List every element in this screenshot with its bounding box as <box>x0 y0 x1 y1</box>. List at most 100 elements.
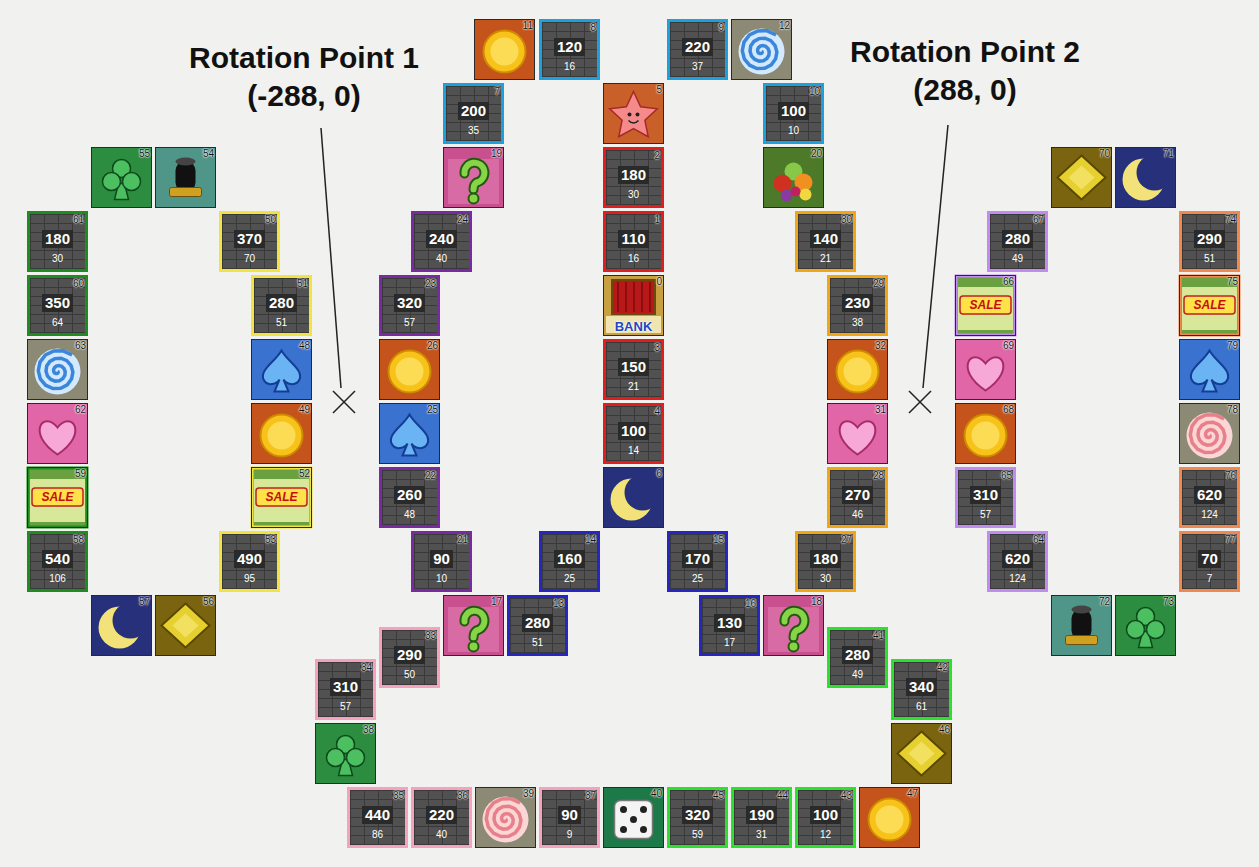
square-ground <box>1051 595 1112 656</box>
coin-symbol <box>268 422 296 450</box>
square-number: 0 <box>604 276 663 287</box>
value-row: 290 <box>1182 230 1237 248</box>
property-square: 2827046 <box>827 467 888 528</box>
event-square: 68 <box>955 403 1016 464</box>
event-square: 17 <box>443 595 504 656</box>
shop-price: 16 <box>606 253 661 264</box>
square-number: 30 <box>798 214 853 225</box>
property-square: 77707 <box>1179 531 1240 592</box>
square-icon <box>443 595 504 656</box>
event-square: 72 <box>1051 595 1112 656</box>
value-row: 180 <box>798 550 853 568</box>
square-ground <box>443 147 504 208</box>
square-number: 69 <box>956 340 1015 351</box>
dice-symbol <box>615 801 653 839</box>
coin-symbol <box>844 358 872 386</box>
square-number: 75 <box>1180 276 1239 287</box>
square-number: 50 <box>222 214 277 225</box>
value-row: 190 <box>734 806 789 824</box>
property-square: 4310012 <box>795 787 856 848</box>
square-icon <box>1179 339 1240 400</box>
value-row: 340 <box>894 678 949 696</box>
square-label: SALE <box>956 298 1015 312</box>
square-icon <box>1115 595 1176 656</box>
value-row: 320 <box>670 806 725 824</box>
question-symbol <box>469 194 479 204</box>
square-number: 68 <box>956 404 1015 415</box>
coin-symbol <box>965 415 1007 457</box>
shop-value: 490 <box>234 550 265 568</box>
property-square: 64620124 <box>987 531 1048 592</box>
square-number: 7 <box>446 86 501 97</box>
square-number: 2 <box>606 150 661 161</box>
square-number: 26 <box>380 340 439 351</box>
value-row: 120 <box>542 38 597 56</box>
value-row: 280 <box>830 646 885 664</box>
cannon-symbol <box>176 158 196 166</box>
dice-symbol <box>640 806 647 813</box>
shop-price: 95 <box>222 573 277 584</box>
heart-symbol <box>840 421 876 454</box>
square-ground <box>891 723 952 784</box>
coin-symbol <box>484 31 526 73</box>
shop-value: 100 <box>618 422 649 440</box>
event-square: 20 <box>763 147 824 208</box>
question-symbol <box>784 611 804 638</box>
shop-price: 51 <box>254 317 309 328</box>
event-square: 63 <box>27 339 88 400</box>
property-square: 1328051 <box>507 595 568 656</box>
square-label: SALE <box>252 490 311 504</box>
property-square: 7429051 <box>1179 211 1240 272</box>
value-row: 100 <box>798 806 853 824</box>
square-number: 54 <box>156 148 215 159</box>
shop-price: 30 <box>30 253 85 264</box>
property-square: 4419031 <box>731 787 792 848</box>
shop-value: 260 <box>394 486 425 504</box>
square-icon <box>859 787 920 848</box>
shop-price: 30 <box>798 573 853 584</box>
event-square: 79 <box>1179 339 1240 400</box>
shop-value: 160 <box>554 550 585 568</box>
shop-value: 620 <box>1002 550 1033 568</box>
rotation-label: Rotation Point 2 <box>850 34 1080 70</box>
club-symbol <box>103 173 121 191</box>
property-square: 1416025 <box>539 531 600 592</box>
spade-symbol <box>263 351 300 392</box>
square-number: 43 <box>798 790 853 801</box>
shop-value: 270 <box>842 486 873 504</box>
square-number: 9 <box>670 22 725 33</box>
square-number: 53 <box>222 534 277 545</box>
heart-symbol <box>40 421 76 454</box>
value-row: 230 <box>830 294 885 312</box>
spade-symbol <box>1191 351 1228 392</box>
property-square: 6118030 <box>27 211 88 272</box>
bank-symbol <box>612 280 655 314</box>
event-square: 52SALE <box>251 467 312 528</box>
property-square: 6531057 <box>955 467 1016 528</box>
square-number: 16 <box>702 598 757 609</box>
event-square: 54 <box>155 147 216 208</box>
square-number: 42 <box>894 662 949 673</box>
shop-value: 220 <box>426 806 457 824</box>
square-number: 4 <box>606 406 661 417</box>
shop-price: 49 <box>830 669 885 680</box>
property-square: 3329050 <box>379 627 440 688</box>
coin-symbol <box>491 38 519 66</box>
square-number: 11 <box>475 20 534 31</box>
value-row: 620 <box>990 550 1045 568</box>
value-row: 150 <box>606 358 661 376</box>
square-number: 33 <box>382 630 437 641</box>
property-square: 1010010 <box>763 83 824 144</box>
square-number: 72 <box>1052 596 1111 607</box>
property-square: 3431057 <box>315 659 376 720</box>
coin-symbol <box>869 799 911 841</box>
property-square: 37909 <box>539 787 600 848</box>
swirl-symbol <box>1190 415 1225 453</box>
square-label: BANK <box>604 320 663 334</box>
square-number: 57 <box>92 596 151 607</box>
shop-value: 540 <box>42 550 73 568</box>
event-square: 0BANK <box>603 275 664 336</box>
shop-value: 370 <box>234 230 265 248</box>
square-icon <box>827 403 888 464</box>
square-number: 79 <box>1180 340 1239 351</box>
